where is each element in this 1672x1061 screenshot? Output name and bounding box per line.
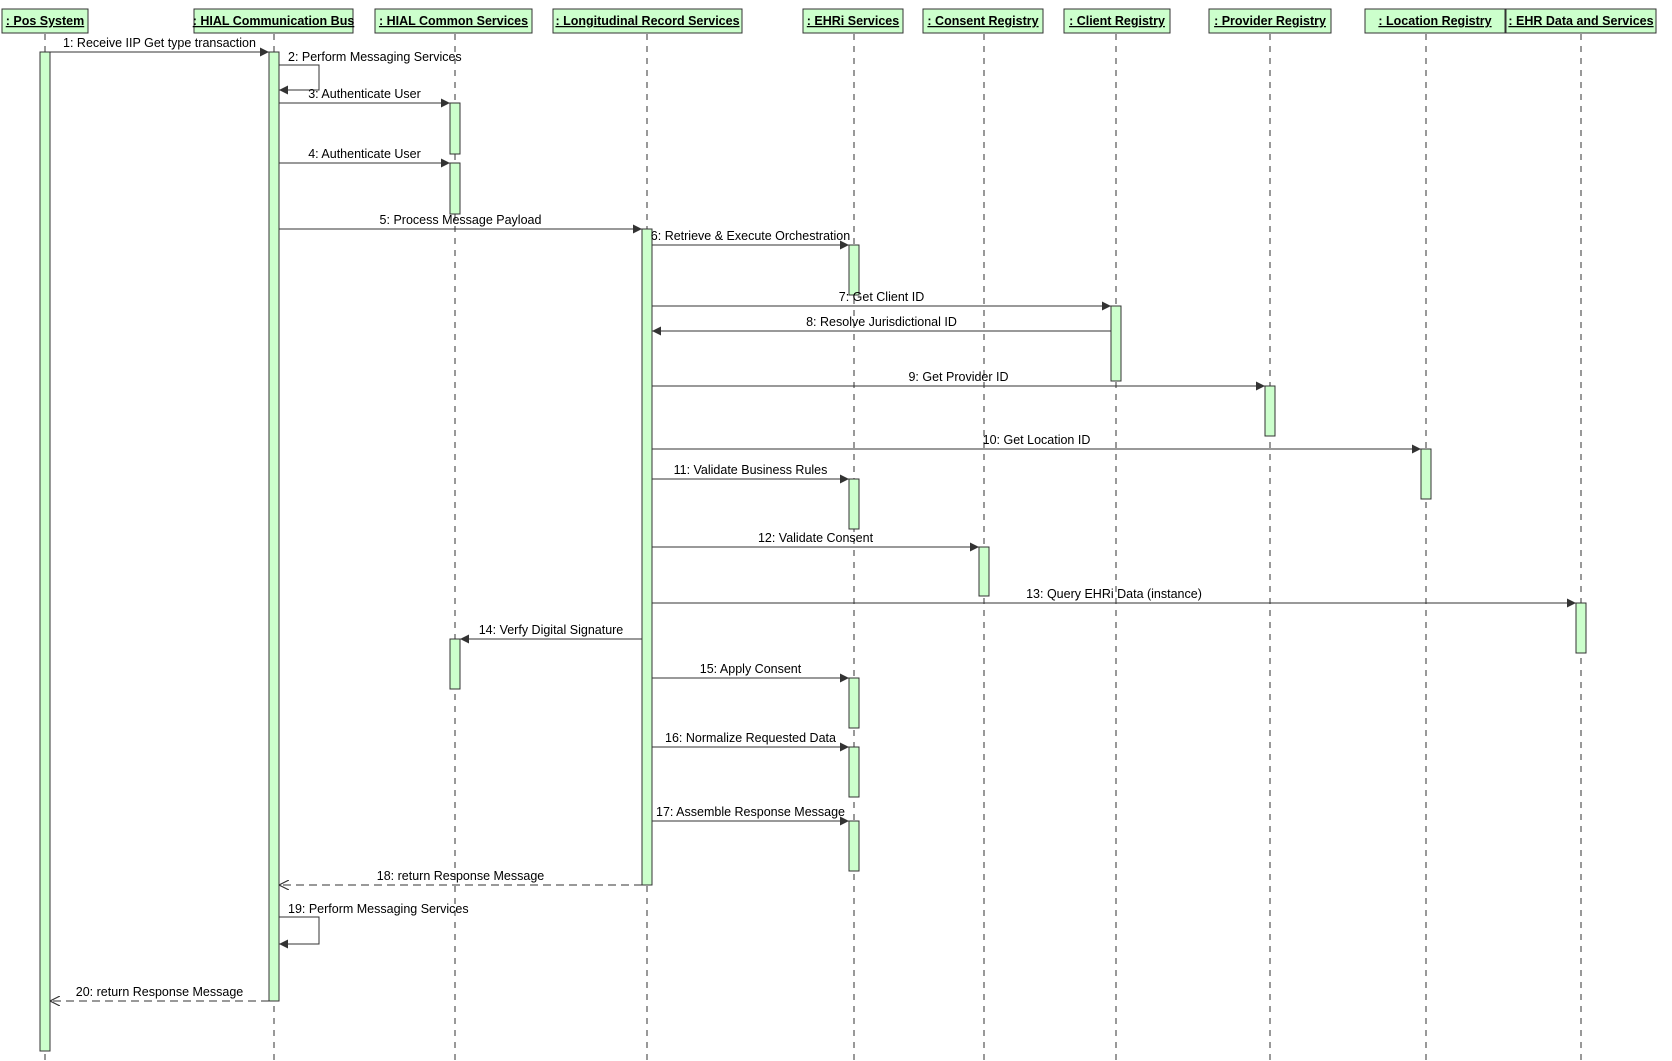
message-2[interactable]: 2: Perform Messaging Services xyxy=(279,50,462,95)
message-17[interactable]: 17: Assemble Response Message xyxy=(652,805,849,826)
message-13[interactable]: 13: Query EHRi Data (instance) xyxy=(652,587,1576,608)
message-label: 3: Authenticate User xyxy=(308,87,421,101)
message-label: 9: Get Provider ID xyxy=(908,370,1008,384)
lifeline-header-box xyxy=(922,8,1044,34)
lifeline-header-box xyxy=(552,8,743,34)
message-3[interactable]: 3: Authenticate User xyxy=(279,87,450,108)
lifeline-header-ehri[interactable]: : EHRi Services xyxy=(802,8,904,34)
message-label: 20: return Response Message xyxy=(76,985,244,999)
message-1[interactable]: 1: Receive IIP Get type transaction xyxy=(50,36,269,57)
activation-bar-ehri xyxy=(848,478,860,530)
lifeline-label: : Location Registry xyxy=(1378,14,1491,28)
message-label: 7: Get Client ID xyxy=(839,290,924,304)
lifeline-label: : EHR Data and Services xyxy=(1508,14,1653,28)
message-15[interactable]: 15: Apply Consent xyxy=(652,662,849,683)
lifeline-label: : HIAL Communication Bus xyxy=(193,14,355,28)
message-11[interactable]: 11: Validate Business Rules xyxy=(652,463,849,484)
lifeline-header-box xyxy=(1063,8,1171,34)
message-9[interactable]: 9: Get Provider ID xyxy=(652,370,1265,391)
message-14[interactable]: 14: Verfy Digital Signature xyxy=(460,623,642,644)
message-label: 15: Apply Consent xyxy=(700,662,802,676)
message-arrow-self xyxy=(279,64,320,95)
lifeline-header-ehrdata[interactable]: : EHR Data and Services xyxy=(1505,8,1657,34)
message-6[interactable]: 6: Retrieve & Execute Orchestration xyxy=(651,229,850,250)
activation-bar-lrs xyxy=(641,228,653,886)
activation-bar-ehrdata xyxy=(1575,602,1587,654)
message-label: 8: Resolve Jurisdictional ID xyxy=(806,315,957,329)
lifeline-header-client[interactable]: : Client Registry xyxy=(1063,8,1171,34)
activation-bar-location xyxy=(1420,448,1432,500)
message-18[interactable]: 18: return Response Message xyxy=(279,869,642,885)
activation-bar-ehri xyxy=(848,244,860,296)
message-16[interactable]: 16: Normalize Requested Data xyxy=(652,731,849,752)
message-label: 19: Perform Messaging Services xyxy=(288,902,469,916)
activation-bar-pos xyxy=(39,51,51,1052)
message-label: 6: Retrieve & Execute Orchestration xyxy=(651,229,850,243)
message-label: 12: Validate Consent xyxy=(758,531,874,545)
message-label: 17: Assemble Response Message xyxy=(656,805,845,819)
lifeline-header-box xyxy=(1208,8,1332,34)
activation-bar-client xyxy=(1110,305,1122,382)
message-label: 16: Normalize Requested Data xyxy=(665,731,836,745)
activation-bar-hcs xyxy=(449,102,461,155)
lifeline-header-box xyxy=(374,8,533,34)
message-arrow-self xyxy=(279,916,320,949)
activation-bar-ehri xyxy=(848,677,860,729)
lifeline-header-box xyxy=(802,8,904,34)
activation-bar-provider xyxy=(1264,385,1276,437)
message-19[interactable]: 19: Perform Messaging Services xyxy=(279,902,469,949)
lifeline-header-hcs[interactable]: : HIAL Common Services xyxy=(374,8,533,34)
lifeline-label: : Consent Registry xyxy=(927,14,1038,28)
lifeline-label: : Pos System xyxy=(6,14,85,28)
message-label: 1: Receive IIP Get type transaction xyxy=(63,36,256,50)
lifeline-header-lrs[interactable]: : Longitudinal Record Services xyxy=(552,8,743,34)
lifeline-header-box xyxy=(1364,8,1506,34)
lifeline-header-consent[interactable]: : Consent Registry xyxy=(922,8,1044,34)
message-20[interactable]: 20: return Response Message xyxy=(50,985,269,1001)
activation-bar-hcs xyxy=(449,638,461,690)
message-label: 4: Authenticate User xyxy=(308,147,421,161)
message-label: 11: Validate Business Rules xyxy=(674,463,828,477)
lifeline-label: : Longitudinal Record Services xyxy=(555,14,739,28)
message-10[interactable]: 10: Get Location ID xyxy=(652,433,1421,454)
lifeline-label: : Provider Registry xyxy=(1214,14,1326,28)
message-label: 18: return Response Message xyxy=(377,869,545,883)
message-label: 10: Get Location ID xyxy=(983,433,1091,447)
message-label: 14: Verfy Digital Signature xyxy=(479,623,624,637)
lifeline-header-provider[interactable]: : Provider Registry xyxy=(1208,8,1332,34)
lifeline-label: : Client Registry xyxy=(1069,14,1165,28)
message-5[interactable]: 5: Process Message Payload xyxy=(279,213,642,234)
lifeline-header-box xyxy=(1,8,89,34)
message-label: 5: Process Message Payload xyxy=(380,213,542,227)
message-12[interactable]: 12: Validate Consent xyxy=(652,531,979,552)
activation-bar-hial xyxy=(268,51,280,1002)
lifeline-label: : EHRi Services xyxy=(807,14,899,28)
message-label: 2: Perform Messaging Services xyxy=(288,50,462,64)
activation-bar-consent xyxy=(978,546,990,597)
activation-bar-hcs xyxy=(449,162,461,215)
lifeline-label: : HIAL Common Services xyxy=(379,14,528,28)
activation-bar-ehri xyxy=(848,820,860,872)
lifeline-header-location[interactable]: : Location Registry xyxy=(1364,8,1506,34)
activation-bar-ehri xyxy=(848,746,860,798)
lifeline-header-box xyxy=(193,8,354,34)
message-8[interactable]: 8: Resolve Jurisdictional ID xyxy=(652,315,1111,336)
lifeline-header-box xyxy=(1505,8,1657,34)
message-7[interactable]: 7: Get Client ID xyxy=(652,290,1111,311)
lifeline-header-pos[interactable]: : Pos System xyxy=(1,8,89,34)
message-4[interactable]: 4: Authenticate User xyxy=(279,147,450,168)
lifeline-header-hial[interactable]: : HIAL Communication Bus xyxy=(193,8,355,34)
message-label: 13: Query EHRi Data (instance) xyxy=(1026,587,1202,601)
